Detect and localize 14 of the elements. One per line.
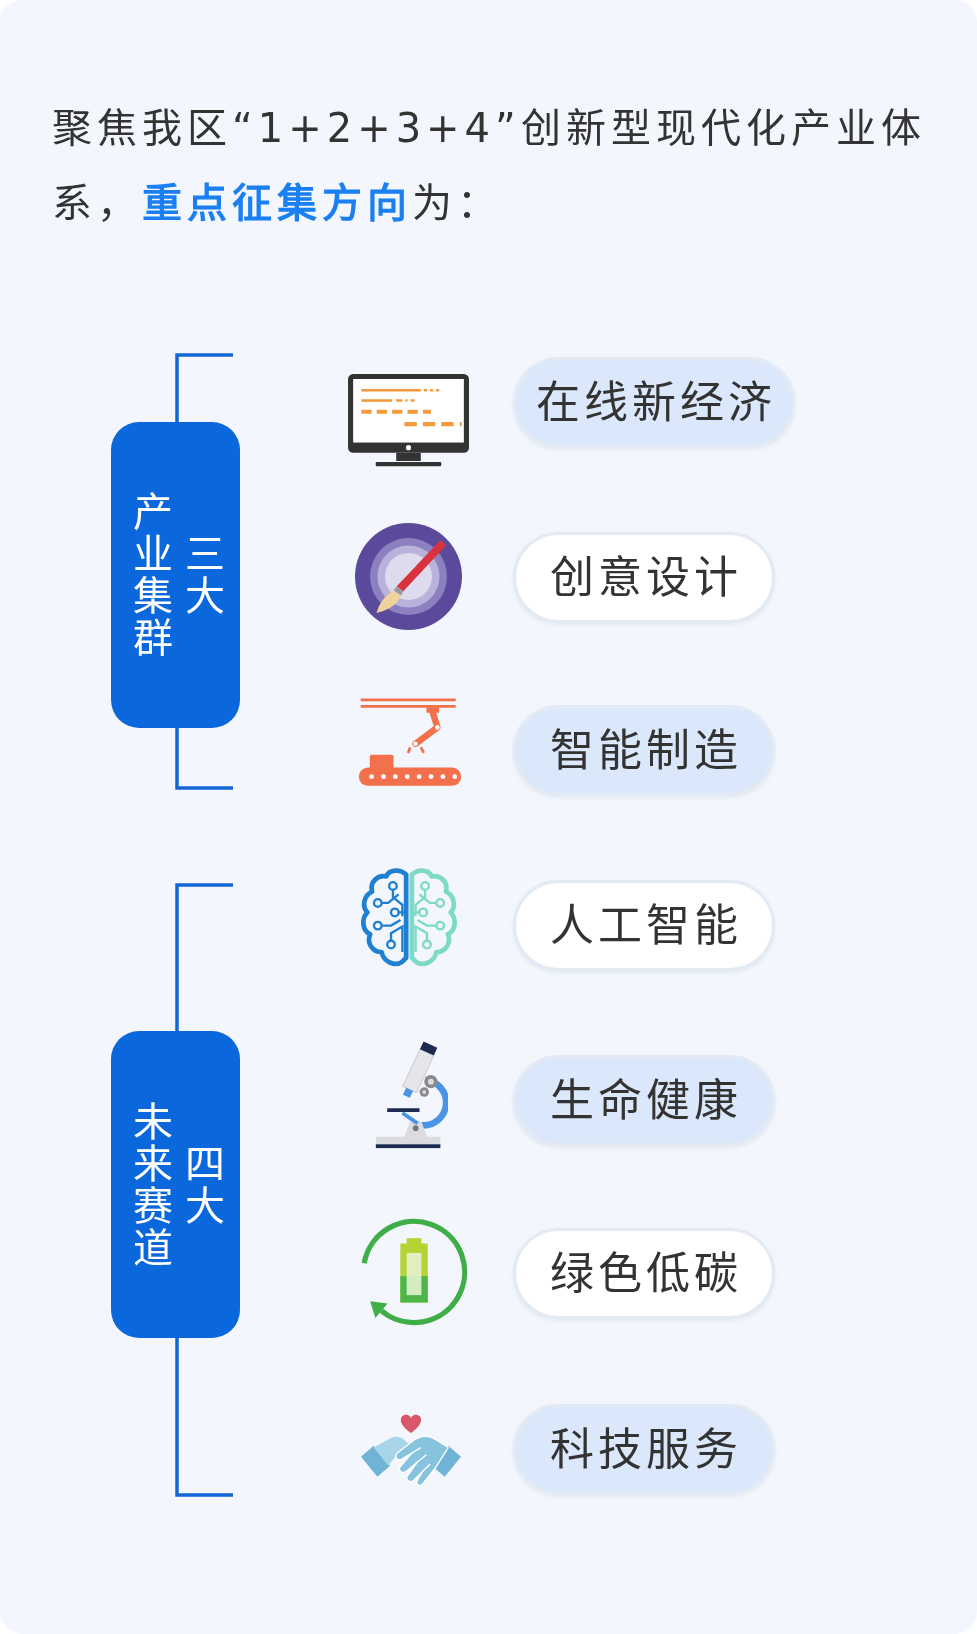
intro-text: 聚焦我区“1+2+3+4”创新型现代化产业体系，重点征集方向为： xyxy=(52,104,927,228)
category-pill: 绿色低碳 xyxy=(513,1228,775,1319)
group-label: 未来赛道 xyxy=(129,1100,170,1269)
category-pill: 智能制造 xyxy=(513,705,775,796)
group-label: 产业集群 xyxy=(129,491,170,659)
category-pill: 科技服务 xyxy=(513,1404,775,1495)
category-pill: 创意设计 xyxy=(513,532,775,623)
category-pill: 人工智能 xyxy=(513,880,775,971)
category-pill: 在线新经济 xyxy=(513,357,795,448)
category-pill: 生命健康 xyxy=(513,1055,775,1146)
group-box xyxy=(111,422,240,728)
group-label: 三大 xyxy=(181,533,222,617)
group-box xyxy=(111,1031,240,1338)
group-label: 四大 xyxy=(181,1142,222,1227)
